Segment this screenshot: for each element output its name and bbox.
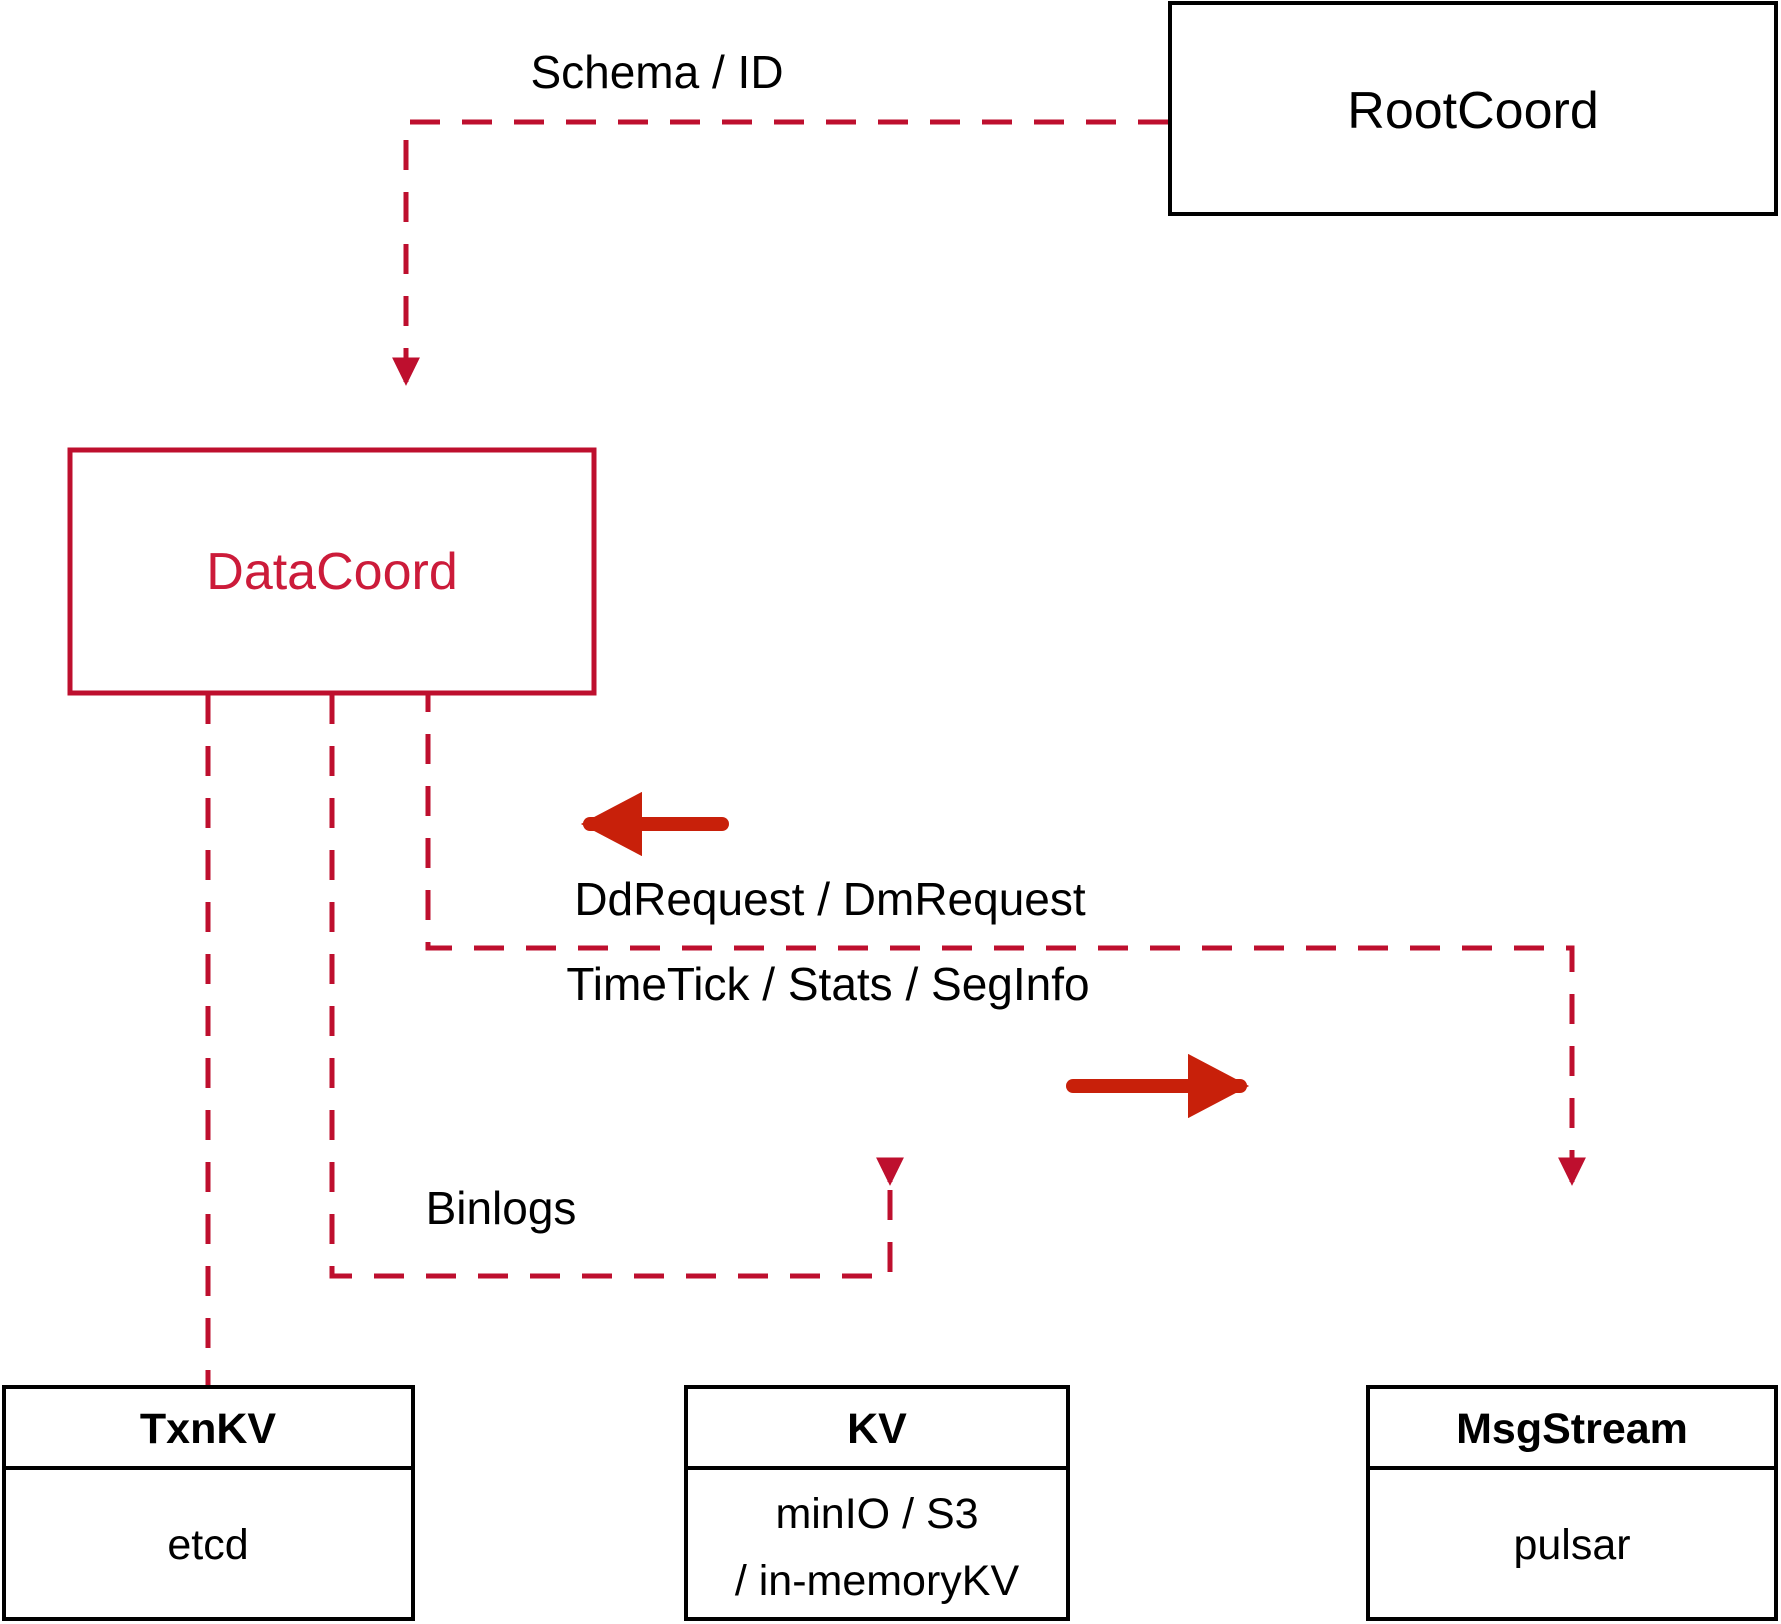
node-txnkv-label: TxnKV	[140, 1405, 277, 1453]
node-rootcoord-box	[1168, 1, 1778, 216]
node-rootcoord[interactable]: RootCoord	[1168, 1, 1778, 216]
node-txnkv-box	[2, 1385, 415, 1621]
node-kv-box	[684, 1385, 1070, 1621]
node-kv[interactable]: KV minIO / S3 / in-memoryKV	[684, 1385, 1070, 1621]
node-kv-sublabel-line1: minIO / S3	[775, 1490, 978, 1538]
edge-msgstream-datacoord-loop	[425, 662, 1575, 1180]
node-msgstream-box	[1366, 1385, 1778, 1621]
node-msgstream-label: MsgStream	[1456, 1405, 1688, 1453]
node-msgstream[interactable]: MsgStream pulsar	[1366, 1385, 1778, 1621]
node-kv-sublabel-line2: / in-memoryKV	[735, 1557, 1020, 1605]
node-txnkv-sublabel: etcd	[167, 1521, 248, 1569]
edge-label-timetick-stats-seginfo: TimeTick / Stats / SegInfo	[566, 958, 1089, 1010]
edge-binlogs	[329, 694, 893, 1279]
edge-label-binlogs: Binlogs	[426, 1182, 577, 1234]
node-datacoord[interactable]: DataCoord	[67, 447, 597, 696]
edge-rootcoord-to-datacoord	[403, 119, 1168, 372]
node-datacoord-box	[67, 447, 597, 696]
node-msgstream-sublabel: pulsar	[1513, 1521, 1630, 1569]
node-datacoord-label: DataCoord	[206, 543, 457, 601]
node-rootcoord-label: RootCoord	[1347, 82, 1598, 140]
node-txnkv[interactable]: TxnKV etcd	[2, 1385, 415, 1621]
edge-label-dd-dm-request: DdRequest / DmRequest	[574, 873, 1086, 925]
node-kv-label: KV	[847, 1405, 907, 1453]
edge-label-schema-id: Schema / ID	[530, 46, 783, 98]
